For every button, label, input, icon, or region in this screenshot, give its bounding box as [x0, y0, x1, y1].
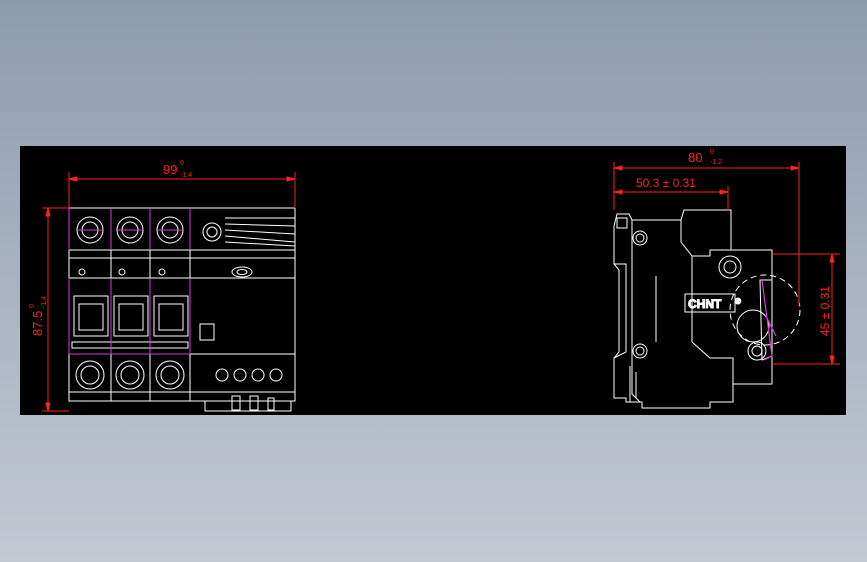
rail-dimension-label: 45 ± 0.31: [818, 286, 832, 336]
height-dim-upper-tol: 0: [29, 304, 36, 308]
brand-oval-front: [231, 266, 253, 278]
side-view: CHNT ®: [613, 209, 801, 409]
drawing-canvas: 99 0 -1.4 87.5 0 -1.4 CHNT ®: [29, 149, 840, 412]
toggle-handle-2: [113, 295, 149, 337]
front-highlights: [68, 208, 191, 355]
bottom-terminal-2: [115, 360, 145, 390]
side-highlights: [761, 279, 777, 361]
toggle-handle-3: [153, 295, 189, 337]
bottom-terminal-1: [75, 360, 105, 390]
depth-dim-value: 80: [688, 150, 702, 165]
side-body-outline: [613, 209, 773, 409]
din-rail-clip-arc: [729, 274, 801, 346]
side-lever-pivot: [718, 255, 742, 279]
height-dim-lower-tol: -1.4: [41, 296, 48, 308]
side-dimensions: [613, 162, 840, 365]
toggle-handle-1: [73, 295, 109, 337]
depth-dim-lower-tol: -1.2: [710, 159, 722, 166]
height-dimension-label: 87.5 0 -1.4: [29, 296, 48, 336]
front-dimensions: [42, 172, 296, 412]
width-dim-value: 99: [163, 162, 177, 177]
side-upper-hole: [632, 230, 648, 246]
width-dimension-label: 99 0 -1.4: [163, 160, 192, 179]
depth-dim-upper-tol: 0: [710, 149, 714, 156]
brand-label: CHNT: [688, 297, 722, 311]
side-lower-pivot: [747, 341, 767, 361]
cad-viewport[interactable]: 99 0 -1.4 87.5 0 -1.4 CHNT ®: [20, 146, 846, 415]
brand-mark: ®: [735, 297, 741, 306]
depth-dimension-label: 80 0 -1.2: [688, 149, 722, 166]
bottom-terminal-3: [155, 360, 185, 390]
test-button: [199, 323, 215, 341]
width-dim-lower-tol: -1.4: [180, 172, 192, 179]
side-lower-hole: [632, 343, 648, 359]
height-dim-value: 87.5: [30, 311, 45, 336]
rail-dimension-group: 45 ± 0.31: [818, 286, 832, 336]
front-view: [68, 207, 296, 412]
width-dim-upper-tol: 0: [180, 160, 184, 167]
test-screw-top: [202, 222, 222, 242]
offset-dimension-label: 50.3 ± 0.31: [636, 176, 696, 190]
